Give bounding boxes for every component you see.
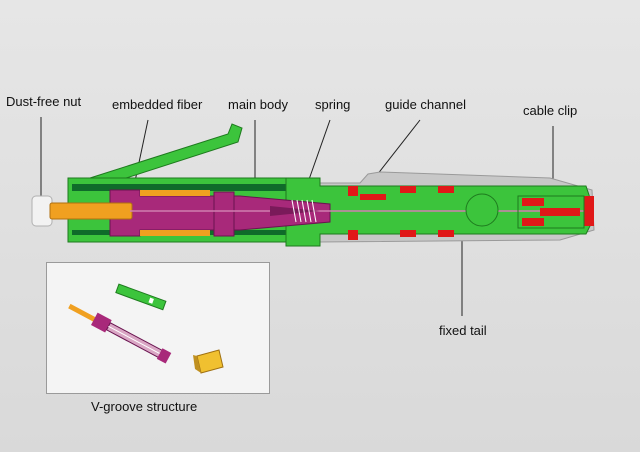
v-groove-illustration [68,283,224,374]
orange-plate-bottom [140,230,210,236]
front-body-dark-band [72,184,287,191]
label-v-groove-structure: V-groove structure [91,399,198,414]
orange-ferrule [49,202,133,220]
label-fixed-tail: fixed tail [439,323,487,338]
latch-lever [89,123,243,181]
cable-clip-body [517,195,585,229]
label-dust-free-nut: Dust-free nut [6,94,82,109]
label-cable-clip: cable clip [523,103,578,118]
spring-coils [291,199,317,223]
v-groove-inset: V-groove structure [46,262,270,414]
label-guide-channel: guide channel [385,97,466,112]
fiber-assembly [68,303,172,364]
label-embedded-fiber: embedded fiber [112,97,203,112]
red-parts [348,186,594,240]
guide-channel-circle [465,193,499,227]
green-strip [115,283,167,311]
dust-free-nut [31,195,53,227]
orange-plate-top [140,190,210,196]
yellow-block [193,349,224,374]
label-main-body: main body [228,97,288,112]
label-spring: spring [315,97,351,112]
